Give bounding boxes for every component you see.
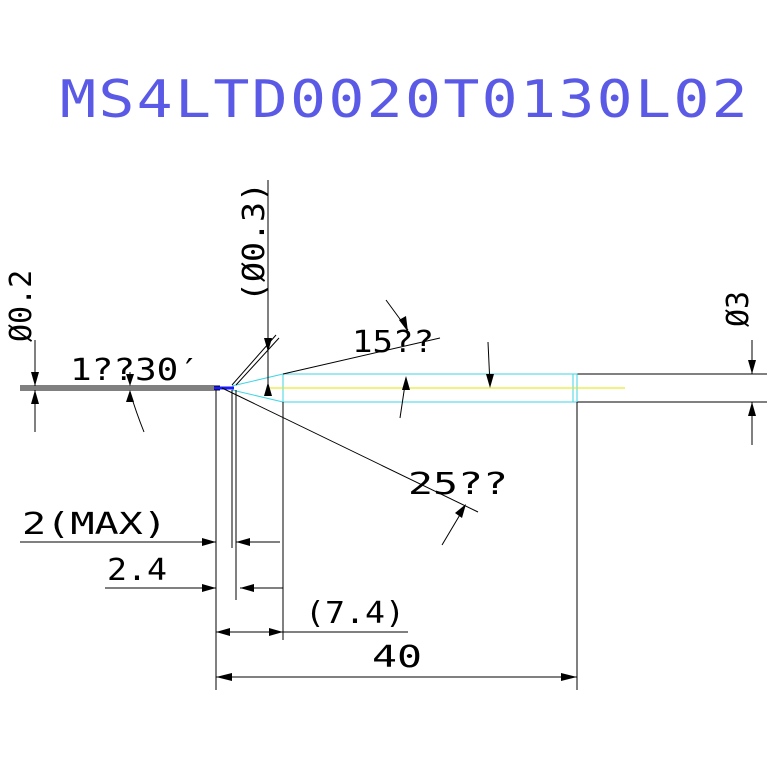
tip-angle-dimension: 1??30′	[20, 353, 214, 433]
flute-length-label: (7.4)	[305, 596, 405, 631]
flute-length-dimension: (7.4)	[216, 596, 408, 636]
tip-diameter-dimension: Ø0.2	[4, 270, 220, 432]
taper-bottom-edge	[231, 389, 284, 403]
neck-diameter-label: (Ø0.3)	[237, 182, 272, 302]
tip-angle-label: 1??30′	[70, 353, 200, 388]
shank-diameter-dimension: Ø3	[721, 291, 756, 445]
shank-diameter-label: Ø3	[721, 291, 756, 327]
neck-diameter-dimension: (Ø0.3)	[231, 180, 280, 396]
taper-top-edge	[231, 373, 284, 387]
overall-length-dimension: 40	[216, 640, 577, 681]
overall-length-label: 40	[372, 640, 422, 675]
taper-angle-top-label: 15??	[352, 325, 434, 360]
tip-diameter-label: Ø0.2	[4, 270, 39, 342]
extension-lines	[215, 390, 578, 690]
taper-angle-top-dimension: 15??	[282, 299, 494, 419]
part-number-title: MS4LTD0020T0130L02	[60, 70, 750, 130]
neck-length-dimension: 2.4	[105, 553, 283, 592]
max-length-label: 2(MAX)	[22, 507, 167, 542]
tool-body	[214, 373, 767, 403]
neck-length-label: 2.4	[107, 553, 167, 588]
taper-angle-bottom-label: 25??	[408, 467, 508, 502]
max-length-dimension: 2(MAX)	[20, 507, 280, 546]
taper-angle-bottom-dimension: 25??	[221, 387, 508, 546]
